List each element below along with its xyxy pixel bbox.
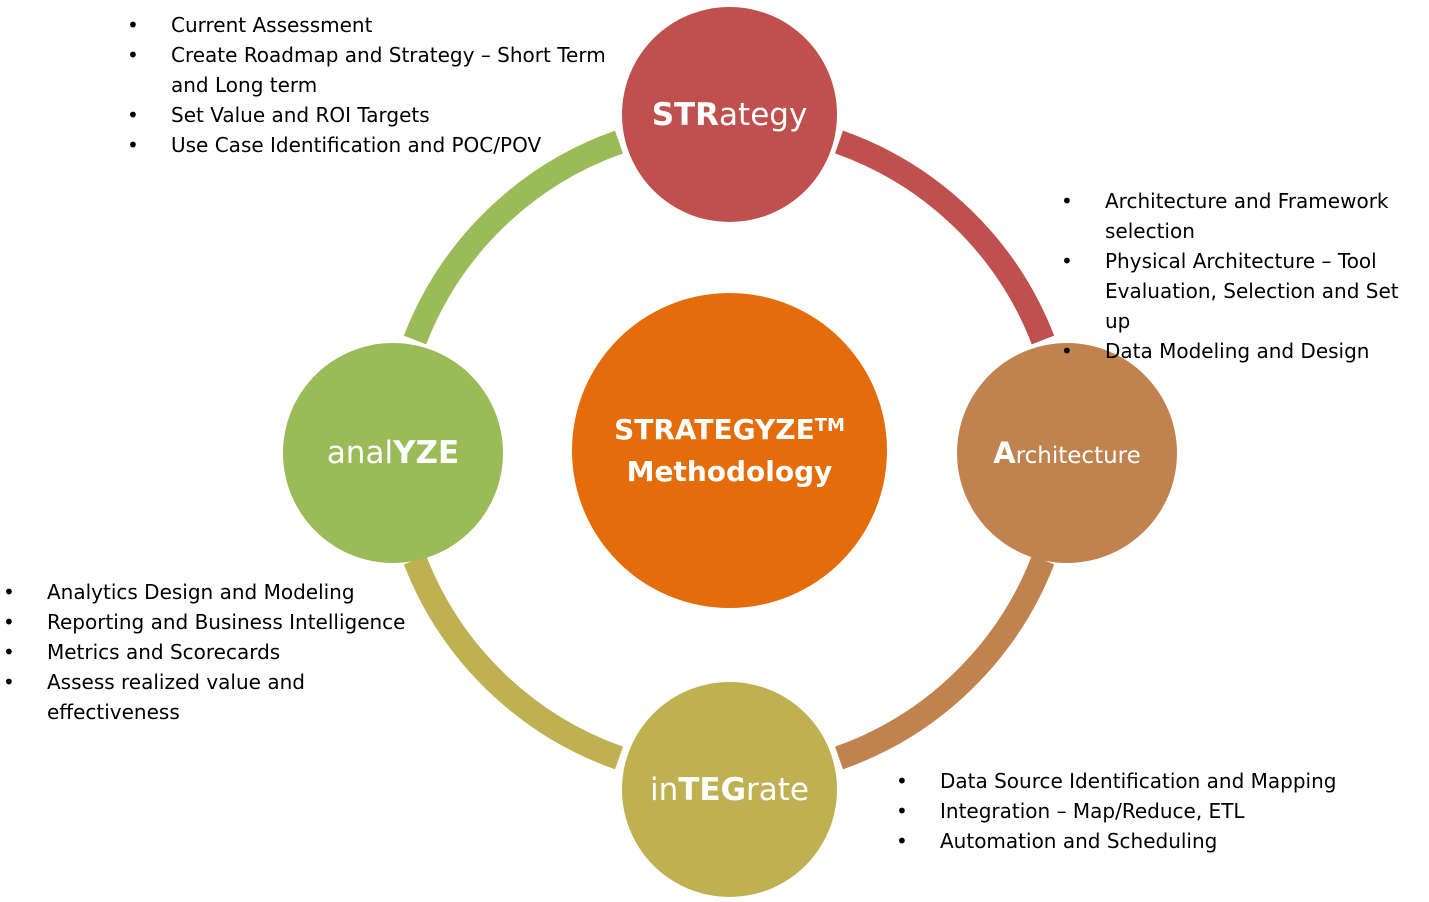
arc-architecture-to-integrate <box>835 555 1055 770</box>
bullets-integrate: Data Source Identification and Mapping I… <box>896 766 1396 856</box>
stage-integrate: inTEGrate <box>622 682 837 897</box>
center-title: STRATEGYZETM <box>614 412 845 446</box>
bullet-item: Assess realized value and effectiveness <box>3 667 433 727</box>
bullet-item: Metrics and Scorecards <box>3 637 433 667</box>
arc-integrate-to-analyze <box>403 555 623 770</box>
center-methodology: STRATEGYZETM Methodology <box>572 293 887 608</box>
stage-analyze: analYZE <box>283 343 503 563</box>
stage-integrate-label: inTEGrate <box>649 771 809 808</box>
stage-architecture: Architecture <box>957 343 1177 563</box>
bullet-item: Use Case Identification and POC/POV <box>127 130 627 160</box>
bullet-item: Reporting and Business Intelligence <box>3 607 433 637</box>
bullet-item: Create Roadmap and Strategy – Short Term… <box>127 40 627 100</box>
bullet-item: Set Value and ROI Targets <box>127 100 627 130</box>
bullet-item: Data Source Identification and Mapping <box>896 766 1396 796</box>
trademark-mark: TM <box>814 414 845 436</box>
bullet-item: Current Assessment <box>127 10 627 40</box>
arc-strategy-to-architecture <box>835 130 1055 345</box>
bullet-item: Integration – Map/Reduce, ETL <box>896 796 1396 826</box>
bullets-analyze: Analytics Design and Modeling Reporting … <box>3 577 433 727</box>
stage-analyze-label: analYZE <box>326 435 460 471</box>
bullet-item: Automation and Scheduling <box>896 826 1396 856</box>
bullet-item: Data Modeling and Design <box>1061 336 1429 366</box>
bullets-architecture: Architecture and Framework selection Phy… <box>1061 186 1429 366</box>
bullet-item: Physical Architecture – Tool Evaluation,… <box>1061 246 1429 336</box>
stage-strategy: STRategy <box>622 7 837 222</box>
stage-strategy-label: STRategy <box>651 96 808 133</box>
bullet-item: Architecture and Framework selection <box>1061 186 1429 246</box>
bullet-item: Analytics Design and Modeling <box>3 577 433 607</box>
center-subtitle: Methodology <box>626 454 833 488</box>
bullets-strategy: Current Assessment Create Roadmap and St… <box>127 10 627 160</box>
stage-architecture-label: Architecture <box>993 436 1141 470</box>
arc-analyze-to-strategy <box>403 130 623 345</box>
